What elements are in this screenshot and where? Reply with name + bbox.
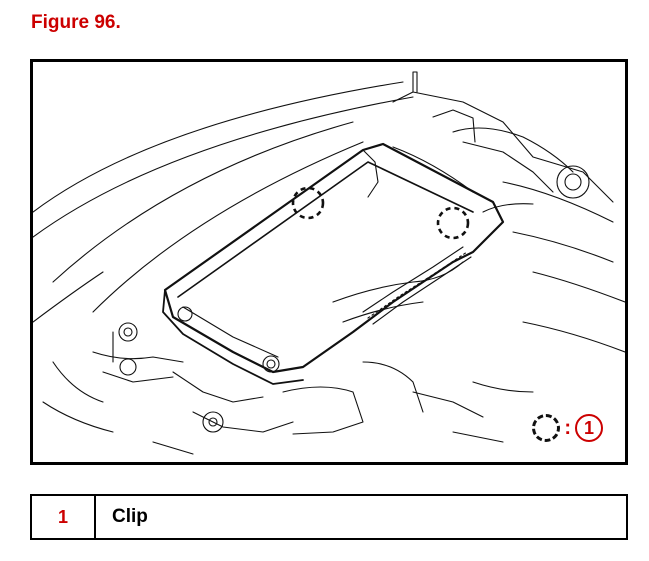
figure-title: Figure 96.: [31, 12, 121, 33]
legend-row-label: Clip: [112, 506, 148, 527]
clip-marker-right: [436, 206, 470, 240]
callout-number-badge: 1: [575, 414, 603, 442]
legend-table: 1 Clip: [30, 494, 628, 540]
callout-key: : 1: [532, 414, 603, 442]
callout-separator: :: [564, 416, 571, 439]
dashed-circle-icon: [532, 414, 561, 442]
clip-marker-upper: [291, 186, 325, 220]
engine-cover-illustration: [33, 71, 625, 455]
legend-row-number: 1: [32, 496, 96, 538]
illustration-frame: : 1: [30, 59, 628, 465]
